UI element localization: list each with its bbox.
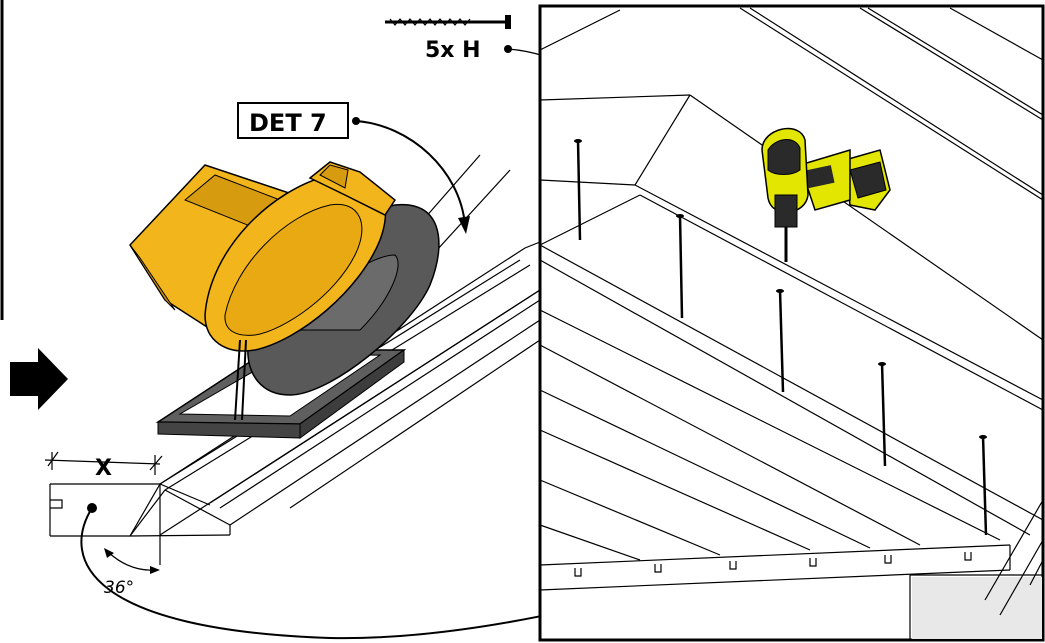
screw-callout-label: 5x H — [425, 38, 481, 63]
cordless-drill-icon — [761, 127, 891, 262]
detail-callout: DET 7 — [237, 102, 470, 234]
dimension-x: X — [44, 451, 163, 481]
dimension-x-label: X — [95, 456, 112, 481]
screw-icon — [878, 362, 887, 467]
circular-saw-icon — [129, 161, 397, 421]
screw-icon — [385, 15, 511, 29]
plank-with-circular-saw: X 36° — [44, 102, 541, 598]
ceiling-installation-panel — [538, 4, 1045, 642]
screw-icon — [574, 139, 582, 241]
screw-icon — [979, 435, 988, 536]
screw-callout: 5x H — [385, 15, 662, 222]
next-step-arrow-icon — [10, 348, 68, 410]
detail-callout-label: DET 7 — [249, 109, 327, 137]
angle-mark: 36° — [104, 548, 160, 598]
screw-icon — [776, 289, 785, 393]
angle-label: 36° — [104, 578, 134, 598]
installed-screws — [574, 139, 988, 536]
screw-icon — [676, 214, 684, 319]
upper-boards — [539, 7, 1044, 411]
lower-boards — [539, 244, 1044, 640]
